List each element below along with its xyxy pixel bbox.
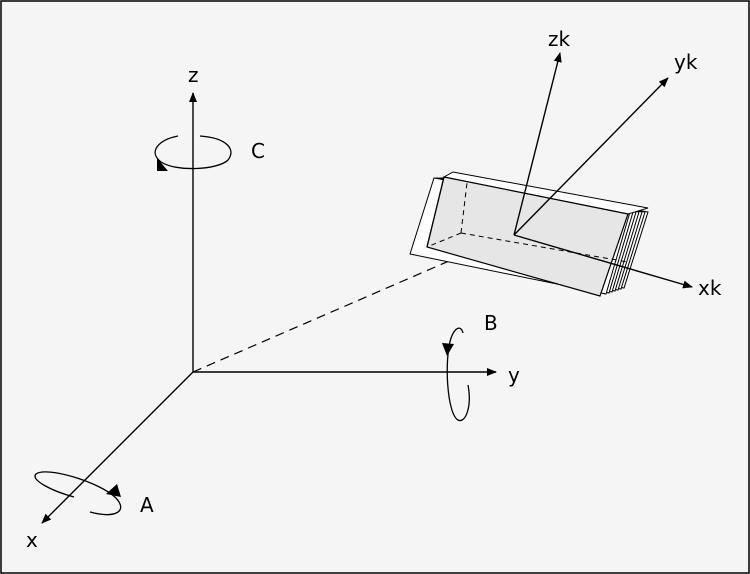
y-axis-label: y: [508, 363, 520, 387]
tool-block: [409, 171, 649, 297]
zk-axis: [513, 52, 562, 236]
rotation-c-arrow: [154, 135, 232, 171]
yk-axis-label: yk: [674, 50, 698, 74]
z-axis-label: z: [188, 63, 199, 87]
x-axis-label: x: [26, 528, 38, 552]
yk-axis: [513, 77, 669, 236]
rotation-a-arrow: [34, 471, 122, 516]
x-axis: [41, 371, 194, 524]
rotation-b-label: B: [484, 311, 498, 335]
rotation-a-label: A: [140, 493, 154, 517]
zk-axis-label: zk: [548, 27, 570, 51]
rotation-c-label: C: [251, 139, 265, 163]
xk-axis: [513, 234, 693, 289]
rotation-b-arrow: [442, 327, 470, 422]
xk-axis-label: xk: [698, 276, 722, 300]
